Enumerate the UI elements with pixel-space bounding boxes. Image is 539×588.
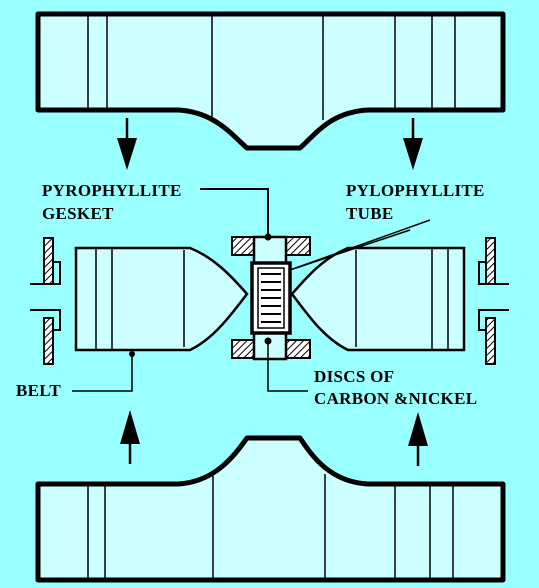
arrow-down-icon [117,118,137,170]
bottom-anvil [35,435,506,583]
arrow-down-icon [403,118,423,170]
reaction-cell [231,235,311,361]
gasket-label-line1: PYROPHYLLITE [42,181,182,200]
belt-label: BELT [16,381,61,400]
left-bracket [30,237,61,365]
arrow-up-icon [408,412,428,466]
leader-lines [72,188,431,392]
tube-label-line2: TUBE [346,204,394,223]
arrow-up-icon [120,410,140,464]
top-anvil [35,11,506,151]
right-bracket [478,237,509,365]
tube-label-line1: PYLOPHYLLITE [346,181,485,200]
discs-label-line2: CARBON &NICKEL [314,389,477,408]
gasket-label-line2: GESKET [42,204,114,223]
left-piston [74,246,249,352]
discs-label-line1: DISCS OF [314,367,394,386]
right-piston [290,246,466,352]
